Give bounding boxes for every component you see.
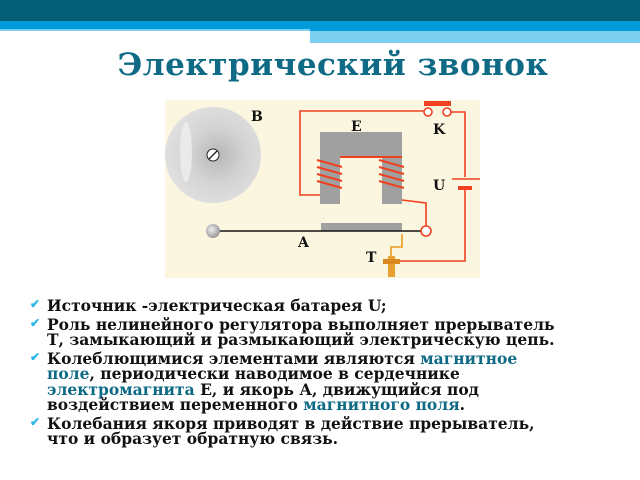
electromagnet-core [320, 132, 402, 204]
interrupter-spring [390, 234, 403, 256]
interrupter-screw [388, 256, 395, 277]
term-link: магнитное [420, 348, 518, 368]
header-band-thin [0, 29, 310, 31]
bullet-item: ✔ Роль нелинейного регулятора выполняет … [30, 314, 555, 349]
header-band-dark [0, 0, 640, 21]
slide-title: Электрический звонок [117, 47, 549, 83]
label-key: K [433, 122, 446, 138]
terminal [420, 225, 432, 237]
bell-highlight [180, 122, 192, 182]
bullet-item: ✔ Колеблющимися элементами являются магн… [30, 348, 518, 414]
coils [316, 156, 405, 189]
label-bell: B [251, 109, 263, 125]
bullet-item: ✔ Колебания якоря приводят в действие пр… [30, 413, 535, 448]
key-button [424, 101, 451, 106]
armature-plate [321, 223, 402, 231]
header-band-blue [0, 21, 640, 31]
term-link: электромагнита [47, 379, 195, 399]
label-interrupter: T [366, 250, 377, 266]
check-icon: ✔ [30, 414, 41, 429]
header-band-light [310, 31, 640, 43]
bullet-item: ✔ Источник -электрическая батарея U; [30, 296, 387, 315]
bullet-list: ✔ Источник -электрическая батарея U; ✔ Р… [30, 296, 640, 450]
label-electromagnet: E [351, 119, 362, 135]
check-icon: ✔ [30, 349, 41, 364]
check-icon: ✔ [30, 297, 41, 311]
key-contact-right [442, 107, 452, 117]
label-armature: A [297, 235, 310, 251]
check-icon: ✔ [30, 315, 41, 330]
hammer-ball [206, 224, 220, 238]
term-link: магнитного поля [303, 395, 460, 414]
wires [299, 110, 466, 262]
key-contact-left [423, 107, 433, 117]
term-link: поле [47, 364, 90, 383]
label-battery: U [433, 178, 445, 194]
